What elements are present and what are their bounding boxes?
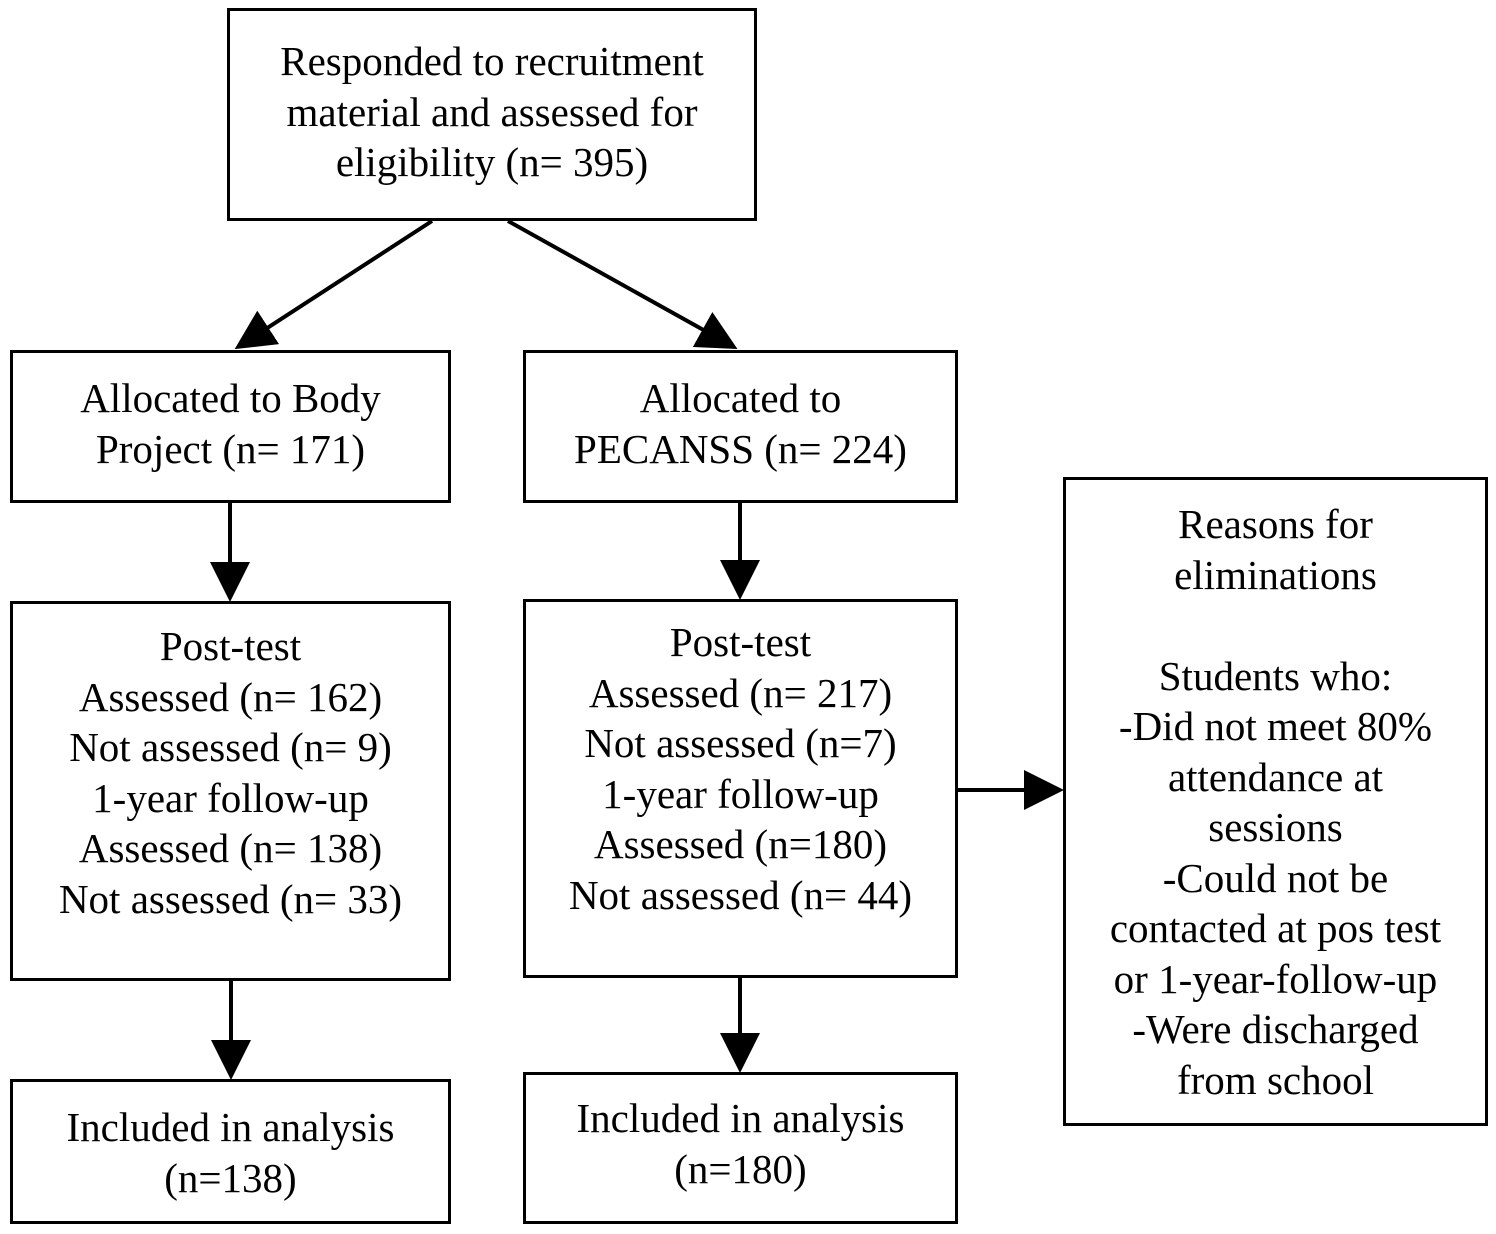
body-project-analysis-box: Included in analysis (n=138)	[10, 1079, 451, 1224]
body-followup-line: Post-test	[159, 623, 302, 669]
arrow-eligibility-to-body-project	[234, 219, 434, 350]
body-project-followup-box: Post-test Assessed (n= 162) Not assessed…	[10, 601, 451, 981]
eliminations-heading-line: Reasons for	[1178, 501, 1373, 547]
eligibility-line: material and assessed for	[286, 88, 698, 135]
pecanss-analysis-line: (n=180)	[674, 1145, 807, 1192]
body-followup-line: 1-year follow-up	[92, 774, 369, 821]
eliminations-heading-line: eliminations	[1174, 551, 1377, 598]
eliminations-line: sessions	[1208, 804, 1343, 850]
pecanss-followup-box: Post-test Assessed (n= 217) Not assessed…	[523, 599, 958, 978]
eliminations-line: attendance at	[1167, 753, 1384, 800]
body-project-box: Allocated to Body Project (n= 171)	[10, 350, 451, 503]
eliminations-line: -Were discharged	[1132, 1006, 1419, 1052]
body-followup-line: Assessed (n= 162)	[78, 673, 383, 720]
eliminations-line: from school	[1177, 1056, 1374, 1103]
body-followup-line: Not assessed (n= 9)	[69, 724, 392, 770]
eliminations-line: or 1-year-follow-up	[1113, 955, 1438, 1002]
eliminations-line: contacted at pos test	[1109, 905, 1442, 951]
pecanss-followup-line: Not assessed (n=7)	[584, 720, 897, 766]
body-analysis-line: (n=138)	[164, 1154, 297, 1201]
pecanss-followup-line: Assessed (n=180)	[593, 821, 887, 867]
pecanss-followup-line: Assessed (n= 217)	[588, 669, 893, 716]
eligibility-box: Responded to recruitment material and as…	[227, 8, 757, 221]
body-project-line: Allocated to Body	[80, 375, 381, 421]
body-followup-line: Not assessed (n= 33)	[58, 875, 403, 922]
eliminations-box: Reasons for eliminations Students who: -…	[1063, 477, 1488, 1126]
eliminations-line: -Could not be	[1162, 854, 1389, 901]
eligibility-line: eligibility (n= 395)	[335, 139, 649, 185]
eligibility-line: Responded to recruitment	[280, 38, 704, 84]
body-analysis-line: Included in analysis	[66, 1104, 395, 1150]
pecanss-followup-line: Post-test	[669, 619, 812, 665]
pecanss-followup-line: Not assessed (n= 44)	[568, 871, 913, 918]
eliminations-line: -Did not meet 80%	[1118, 703, 1433, 749]
pecanss-analysis-line: Included in analysis	[576, 1095, 905, 1141]
body-project-line: Project (n= 171)	[95, 425, 366, 472]
pecanss-line: Allocated to	[639, 375, 842, 421]
pecanss-line: PECANSS (n= 224)	[574, 425, 907, 472]
pecanss-analysis-box: Included in analysis (n=180)	[523, 1072, 958, 1224]
pecanss-box: Allocated to PECANSS (n= 224)	[523, 350, 958, 503]
body-followup-line: Assessed (n= 138)	[78, 825, 383, 871]
eliminations-line: Students who:	[1158, 652, 1393, 699]
pecanss-followup-line: 1-year follow-up	[602, 770, 879, 817]
arrow-eligibility-to-pecanss	[507, 219, 738, 349]
